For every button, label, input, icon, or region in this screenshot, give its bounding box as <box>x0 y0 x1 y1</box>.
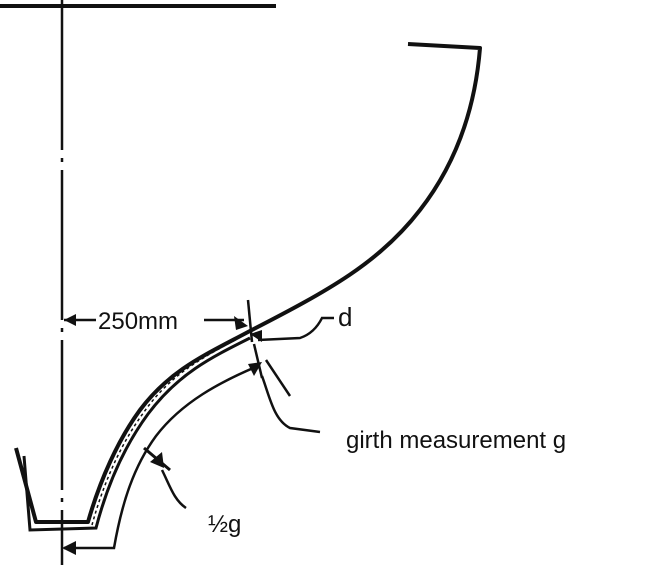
half-girth-arrow <box>150 452 164 468</box>
hull-outer-line <box>14 42 482 524</box>
thickness-label: d <box>338 302 352 332</box>
thickness-arrow <box>250 330 262 342</box>
girth-tick-top <box>252 343 264 379</box>
plate-hatch <box>91 333 247 526</box>
hull-inner-line <box>22 336 251 532</box>
thickness-leader <box>257 316 334 342</box>
dimension-arrow-right <box>234 316 248 330</box>
girth-arrow-bottom <box>62 541 76 555</box>
dimension-arrow-left <box>64 314 76 326</box>
girth-label: girth measurement g <box>346 427 566 454</box>
dimension-label: 250mm <box>98 308 178 335</box>
half-girth-leader <box>160 469 187 510</box>
dimension-tick <box>246 299 254 343</box>
girth-leader <box>260 375 321 434</box>
half-girth-label: ½g <box>208 511 241 538</box>
girth-leader-tick <box>264 359 292 397</box>
girth-arc <box>64 364 259 550</box>
